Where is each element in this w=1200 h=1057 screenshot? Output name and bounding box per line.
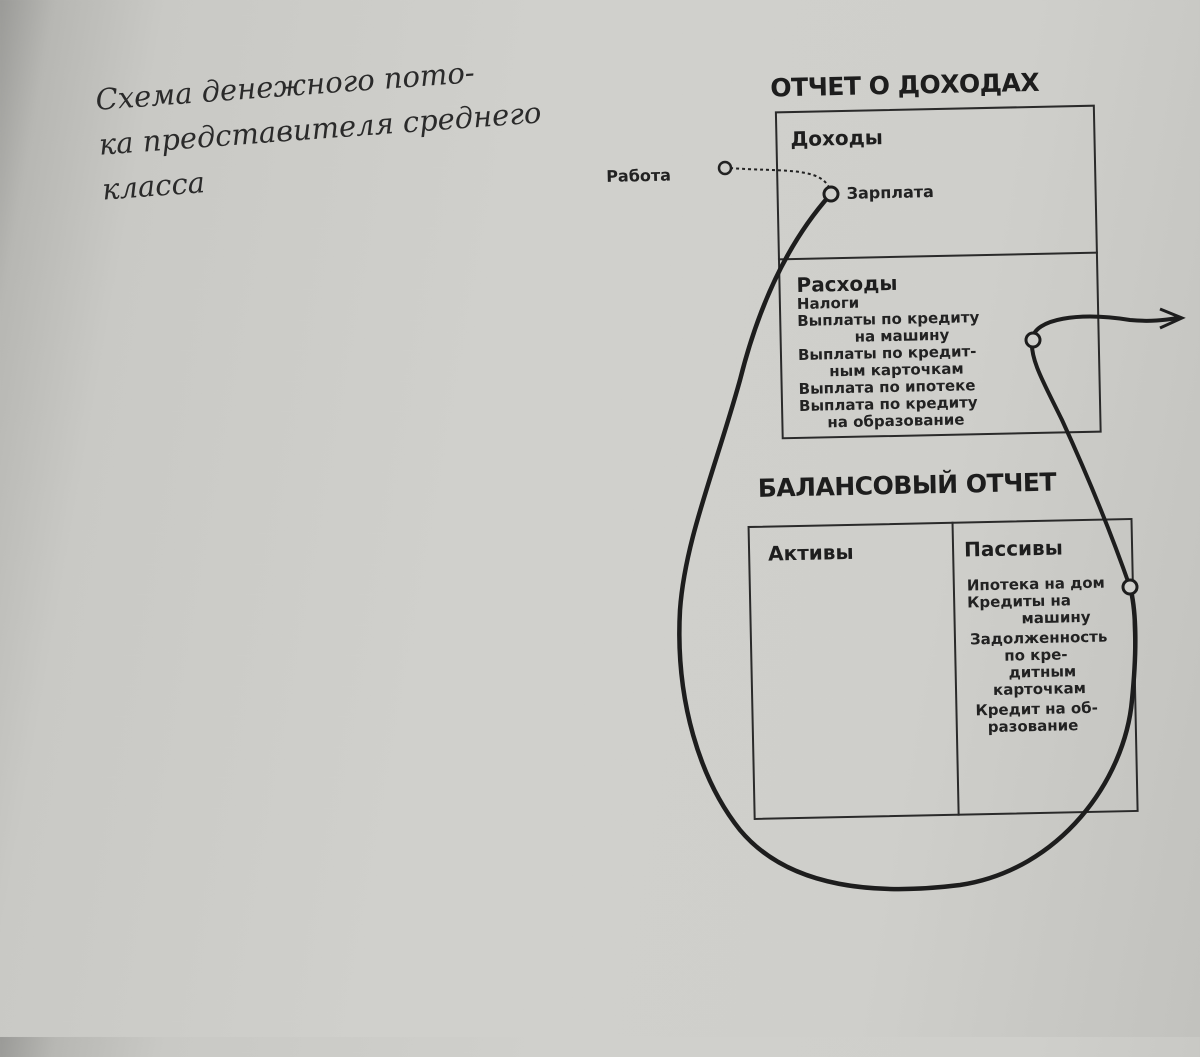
- work-to-salary-line: [729, 167, 831, 191]
- outflow-arrowhead: [1159, 307, 1186, 330]
- salary-node: [822, 185, 840, 203]
- liabilities-node: [1121, 578, 1139, 596]
- expenses-node: [1024, 331, 1042, 349]
- work-node: [717, 160, 733, 176]
- cash-flow-loop: [677, 192, 1138, 892]
- liabilities-to-expenses-line: [1029, 314, 1180, 589]
